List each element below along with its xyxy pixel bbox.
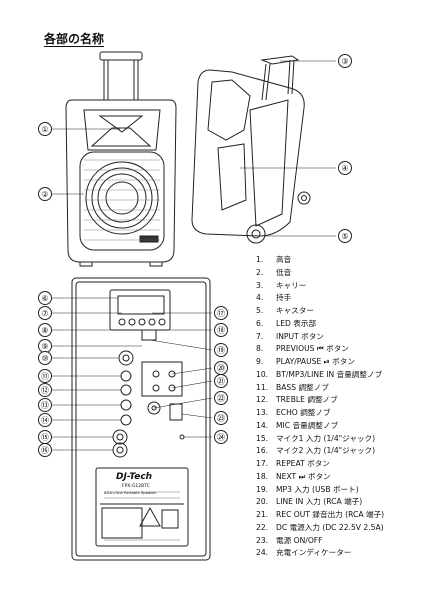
- list-item: 10.BT/MP3/LINE IN 音量調整ノブ: [256, 369, 383, 379]
- callout-16: ⑯: [38, 443, 52, 457]
- callout-7: ⑦: [38, 306, 52, 320]
- rear-speaker-illustration: [191, 55, 311, 244]
- list-item: 5.キャスター: [256, 306, 314, 315]
- list-item: 17.REPEAT ボタン: [256, 459, 330, 468]
- woofer-grille-pattern: [84, 159, 160, 241]
- list-item: 20.LINE IN 入力 (RCA 端子): [256, 497, 363, 507]
- panel-text-lines: [104, 491, 180, 541]
- list-item: 13.ECHO 調整ノブ: [256, 408, 331, 417]
- control-panel-illustration: [71, 277, 211, 561]
- leader-lines: [52, 60, 336, 451]
- parts-list: 1.高音 2.低音 3.キャリー 4.持手 5.キャスター 6.LED 表示部 …: [256, 254, 384, 560]
- list-item: 23.電源 ON/OFF: [256, 535, 323, 545]
- list-item: 16.マイク2 入力 (1/4"ジャック): [256, 446, 376, 456]
- callout-12: ⑫: [38, 383, 52, 397]
- list-item: 1.高音: [256, 255, 292, 264]
- list-item: 4.持手: [256, 293, 292, 303]
- callout-5: ⑤: [338, 229, 352, 243]
- list-item: 2.低音: [256, 267, 292, 277]
- list-item: 21.REC OUT 録音出力 (RCA 端子): [256, 510, 385, 519]
- callout-19: ⑲: [214, 343, 228, 357]
- panel-model: FPX-G12BTC: [122, 484, 150, 489]
- list-item: 12.TREBLE 調整ノブ: [256, 395, 338, 405]
- callout-6: ⑥: [38, 291, 52, 305]
- list-item: 19.MP3 入力 (USB ポート): [256, 484, 359, 494]
- list-item: 3.キャリー: [256, 280, 307, 290]
- callout-13: ⑬: [38, 398, 52, 412]
- callout-15: ⑮: [38, 430, 52, 444]
- list-item: 7.INPUT ボタン: [256, 331, 324, 341]
- callout-18: ⑱: [214, 323, 228, 337]
- callout-14: ⑭: [38, 413, 52, 427]
- panel-brand: DJ-Tech: [116, 472, 153, 482]
- panel-tagline: All-In-One Portable Speaker: [104, 490, 157, 495]
- callout-2: ②: [38, 187, 52, 201]
- list-item: 22.DC 電源入力 (DC 22.5V 2.5A): [256, 522, 384, 532]
- list-item: 9.PLAY/PAUSE ⏯ ボタン: [256, 357, 355, 366]
- list-item: 24.充電インディケーター: [256, 548, 352, 558]
- callout-24: ㉔: [214, 430, 228, 444]
- page-title: 各部の名称: [44, 32, 105, 46]
- callout-4: ④: [338, 161, 352, 175]
- list-item: 15.マイク1 入力 (1/4"ジャック): [256, 433, 376, 443]
- list-item: 14.MIC 音量調整ノブ: [256, 420, 339, 430]
- front-speaker-illustration: [65, 51, 177, 267]
- callout-3: ③: [338, 54, 352, 68]
- callout-23: ㉓: [214, 411, 228, 425]
- callout-20: ⑳: [214, 361, 228, 375]
- callout-10: ⑩: [38, 351, 52, 365]
- list-item: 8.PREVIOUS ⏮ ボタン: [256, 344, 349, 354]
- callout-1: ①: [38, 122, 52, 136]
- callout-8: ⑧: [38, 323, 52, 337]
- callout-22: ㉒: [214, 391, 228, 405]
- callout-11: ⑪: [38, 369, 52, 383]
- list-item: 6.LED 表示部: [256, 318, 317, 328]
- callout-17: ⑰: [214, 306, 228, 320]
- callout-21: ㉑: [214, 374, 228, 388]
- list-item: 11.BASS 調整ノブ: [256, 382, 329, 392]
- list-item: 18.NEXT ⏭ ボタン: [256, 471, 331, 481]
